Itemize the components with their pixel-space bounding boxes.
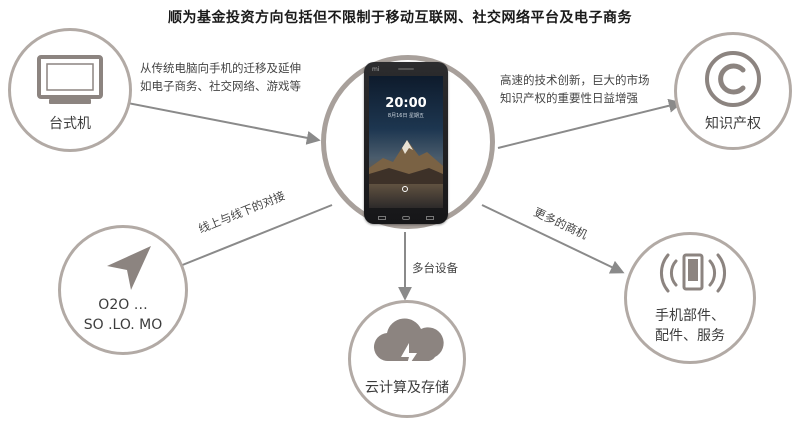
phone-brand: mi bbox=[372, 66, 380, 73]
phone-date: 8月16日 星期五 bbox=[387, 113, 425, 119]
node-cloud: 云计算及存储 bbox=[348, 300, 466, 418]
back-key bbox=[426, 216, 434, 220]
arrow-desktop-to-phone bbox=[111, 99, 321, 145]
phone-screen: 20:00 8月16日 星期五 bbox=[369, 76, 443, 208]
node-cloud-label: 云计算及存储 bbox=[365, 380, 449, 396]
arrow-phone-to-parts bbox=[481, 204, 625, 274]
node-parts-line1: 手机部件、 bbox=[655, 308, 725, 324]
mountain-wallpaper bbox=[369, 140, 443, 184]
node-o2o: O2O … SO .LO. MO bbox=[58, 225, 188, 355]
node-parts-line2: 配件、服务 bbox=[655, 328, 725, 344]
diagram-title: 顺为基金投资方向包括但不限制于移动互联网、社交网络平台及电子商务 bbox=[168, 10, 632, 26]
cloud-lightning-icon bbox=[373, 318, 444, 371]
menu-key bbox=[378, 216, 386, 220]
node-ip-label: 知识产权 bbox=[705, 116, 761, 132]
edge-phone-cloud-label: 多台设备 bbox=[412, 261, 458, 275]
node-o2o-line2: SO .LO. MO bbox=[83, 317, 163, 333]
phone-signal-icon bbox=[660, 253, 726, 293]
location-arrow-icon bbox=[107, 246, 151, 290]
home-key bbox=[402, 216, 410, 220]
center-phone: mi 20:00 8月16日 星期五 bbox=[364, 62, 448, 224]
edge-desktop-phone-line1: 从传统电脑向手机的迁移及延伸 bbox=[140, 61, 301, 75]
node-phone-parts: 手机部件、 配件、服务 bbox=[624, 232, 756, 364]
monitor-icon bbox=[37, 55, 103, 104]
edge-desktop-phone-line2: 如电子商务、社交网络、游戏等 bbox=[140, 79, 301, 93]
edge-phone-ip-line2: 知识产权的重要性日益增强 bbox=[500, 91, 638, 105]
node-desktop: 台式机 bbox=[8, 28, 132, 152]
phone-clock: 20:00 bbox=[385, 96, 427, 111]
copyright-icon bbox=[705, 51, 761, 107]
edge-phone-ip-line1: 高速的技术创新，巨大的市场 bbox=[500, 73, 650, 87]
node-intellectual-property: 知识产权 bbox=[674, 32, 792, 150]
phone-speaker bbox=[398, 68, 414, 70]
arrow-phone-to-ip bbox=[497, 98, 683, 149]
node-desktop-label: 台式机 bbox=[49, 116, 91, 132]
node-o2o-line1: O2O … bbox=[98, 297, 148, 313]
unlock-ring bbox=[402, 186, 408, 192]
